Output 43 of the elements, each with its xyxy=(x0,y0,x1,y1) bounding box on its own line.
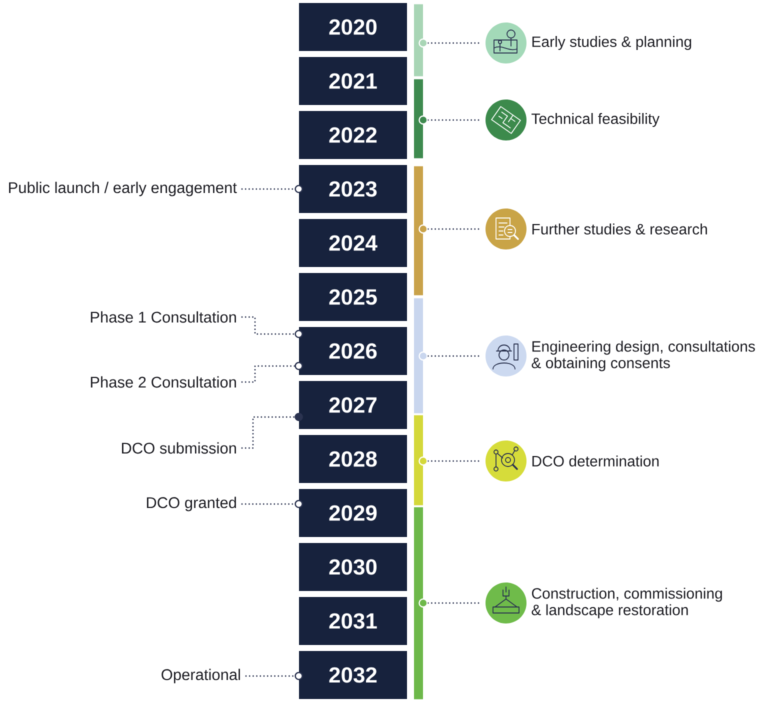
leader-line xyxy=(241,316,303,338)
blueprint-icon xyxy=(486,100,526,140)
year-box: 2026 xyxy=(299,327,407,375)
phase-label: Construction, commissioning & landscape restoration xyxy=(532,588,722,618)
milestone-label: DCO granted xyxy=(146,496,236,512)
year-box: 2029 xyxy=(299,489,407,537)
leader-line xyxy=(241,412,303,449)
milestone-label: Phase 2 Consultation xyxy=(90,376,236,388)
leader-line xyxy=(241,500,303,508)
year-box: 2021 xyxy=(299,57,407,105)
leader-line xyxy=(418,115,480,125)
phase-label: Engineering design, consultations & obtaining consents xyxy=(532,340,755,372)
milestone-label: DCO submission xyxy=(122,442,236,454)
year-box: 2022 xyxy=(299,111,407,159)
leader-line xyxy=(418,38,480,48)
milestone-label: Operational xyxy=(162,668,240,684)
year-box: 2025 xyxy=(299,273,407,321)
leader-line xyxy=(418,456,480,466)
leader-line xyxy=(241,362,303,383)
year-box: 2028 xyxy=(299,435,407,483)
phase-label: Further studies & research xyxy=(532,223,707,234)
leader-line xyxy=(418,351,480,361)
leader-line xyxy=(418,224,480,234)
leader-line xyxy=(418,598,480,608)
phase-label: DCO determination xyxy=(532,455,659,466)
document-search-icon xyxy=(486,208,526,250)
year-box: 2030 xyxy=(299,543,407,591)
milestone-label: Public launch / early engagement xyxy=(9,182,237,196)
year-box: 2023 xyxy=(299,165,407,213)
year-box: 2031 xyxy=(299,597,407,645)
year-box: 2024 xyxy=(299,219,407,267)
year-box: 2027 xyxy=(299,381,407,429)
map-icon xyxy=(486,22,526,64)
leader-line xyxy=(245,672,303,680)
leader-line xyxy=(241,184,303,194)
phase-label: Technical feasibility xyxy=(532,113,660,127)
year-box: 2020 xyxy=(299,3,407,51)
year-box: 2032 xyxy=(299,651,407,699)
milestone-label: Phase 1 Consultation xyxy=(90,311,236,323)
phase-label: Early studies & planning xyxy=(532,36,692,50)
magnifier-network-icon xyxy=(486,440,526,482)
engineer-icon xyxy=(486,336,526,376)
crane-hook-icon xyxy=(486,582,526,624)
